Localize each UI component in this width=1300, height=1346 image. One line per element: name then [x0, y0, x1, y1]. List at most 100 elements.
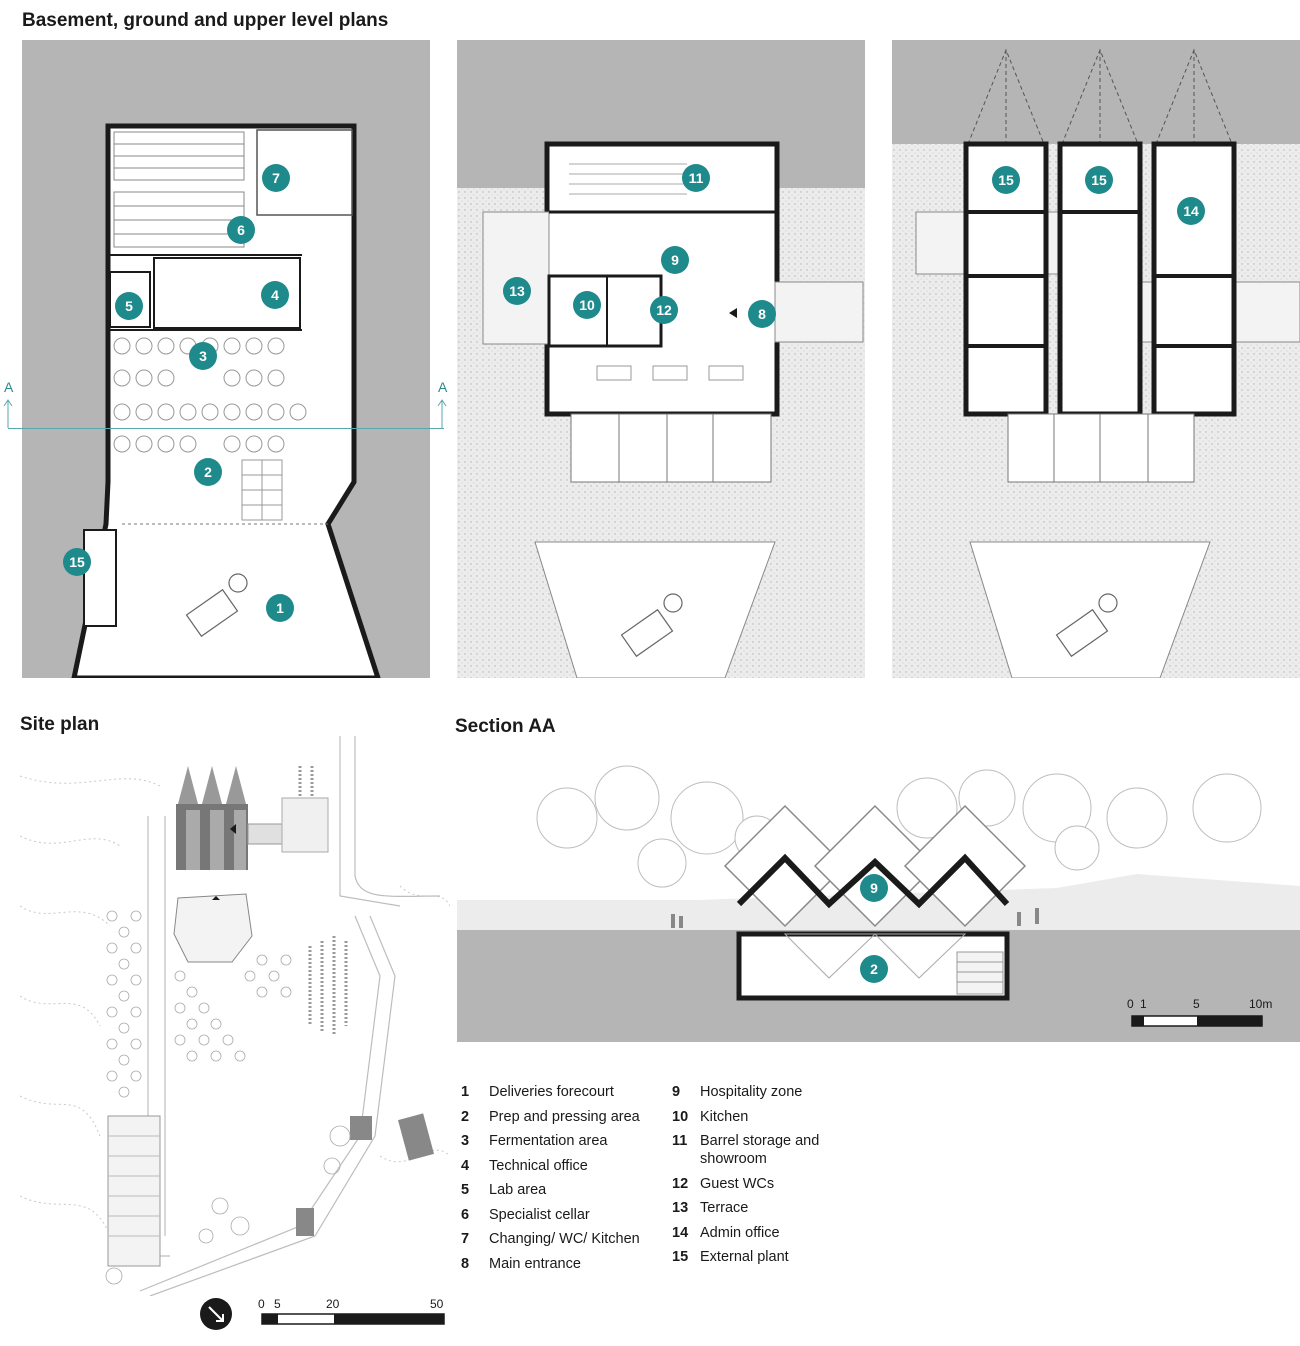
svg-text:13: 13 [509, 283, 525, 299]
legend-label: Technical office [489, 1157, 588, 1174]
legend-num: 10 [672, 1108, 689, 1125]
legend-item: 15 External plant [672, 1248, 870, 1266]
svg-text:9: 9 [671, 252, 679, 268]
svg-text:8: 8 [758, 306, 766, 322]
badge-8: 8 [748, 300, 776, 328]
legend-num: 4 [461, 1157, 470, 1174]
svg-text:15: 15 [1091, 172, 1107, 188]
section-aa [457, 738, 1300, 1042]
legend-label: Fermentation area [489, 1133, 608, 1149]
badge-6: 6 [227, 216, 255, 244]
legend-label: Main entrance [489, 1255, 581, 1272]
svg-text:6: 6 [237, 222, 245, 238]
svg-text:15: 15 [998, 172, 1014, 188]
legend-item: 2 Prep and pressing area [461, 1108, 659, 1126]
svg-text:15: 15 [69, 554, 85, 570]
badge-11: 11 [682, 164, 710, 192]
legend-item: 6 Specialist cellar [461, 1206, 659, 1224]
section-scale-10m: 10m [1249, 997, 1272, 1011]
legend-num: 14 [672, 1224, 689, 1241]
badge-15-upper-b: 15 [1085, 166, 1113, 194]
svg-text:2: 2 [870, 961, 878, 977]
badge-2: 2 [194, 458, 222, 486]
legend-label: Lab area [489, 1182, 547, 1198]
legend-item: 13 Terrace [672, 1199, 870, 1217]
legend-num: 8 [461, 1255, 470, 1272]
badge-9: 9 [661, 246, 689, 274]
section-heading: Section AA [455, 716, 556, 737]
svg-text:4: 4 [271, 287, 279, 303]
legend-num: 11 [672, 1133, 688, 1149]
legend-label: Specialist cellar [489, 1206, 590, 1223]
legend-label: Changing/ WC/ Kitchen [489, 1231, 640, 1247]
site-scale-bar: 0 5 20 50 [258, 1297, 445, 1325]
legend-label: Kitchen [700, 1108, 749, 1125]
legend-label: Barrel storage and showroom [700, 1133, 820, 1167]
basement-plan [22, 40, 430, 678]
section-line-aa [8, 428, 444, 429]
legend-num: 7 [461, 1231, 470, 1247]
badge-2-section: 2 [860, 955, 888, 983]
badge-14: 14 [1177, 197, 1205, 225]
legend-num: 15 [672, 1249, 689, 1265]
svg-text:11: 11 [689, 170, 704, 186]
plans-heading: Basement, ground and upper level plans [22, 10, 389, 31]
badge-5: 5 [115, 292, 143, 320]
legend-item: 11 Barrel storage and showroom [672, 1132, 870, 1168]
svg-text:3: 3 [199, 348, 207, 364]
legend-num: 9 [672, 1084, 681, 1100]
section-marker-left: A [4, 379, 14, 395]
legend-num: 1 [461, 1084, 470, 1100]
badge-4: 4 [261, 281, 289, 309]
svg-text:9: 9 [870, 880, 878, 896]
site-scale-50: 50 [430, 1297, 444, 1311]
svg-text:12: 12 [656, 302, 672, 318]
badge-3: 3 [189, 342, 217, 370]
badge-9-section: 9 [860, 874, 888, 902]
site-plan-heading: Site plan [20, 714, 100, 735]
legend-item: 4 Technical office [461, 1157, 659, 1175]
legend-label: Terrace [700, 1200, 749, 1216]
legend-label: Prep and pressing area [489, 1108, 640, 1125]
upper-plan [892, 40, 1300, 678]
svg-text:14: 14 [1183, 203, 1199, 219]
legend-item: 14 Admin office [672, 1224, 870, 1242]
legend-num: 5 [461, 1182, 470, 1198]
svg-text:10: 10 [579, 297, 595, 313]
legend-item: 5 Lab area [461, 1181, 659, 1199]
svg-text:7: 7 [272, 170, 280, 186]
legend-num: 12 [672, 1175, 689, 1192]
legend-item: 10 Kitchen [672, 1108, 870, 1126]
badge-10: 10 [573, 291, 601, 319]
plan-badges: 1 2 3 4 5 6 7 15 8 9 10 11 12 13 14 15 1… [63, 164, 1205, 622]
legend-item: 12 Guest WCs [672, 1175, 870, 1193]
site-scale-0: 0 [258, 1297, 265, 1311]
legend-label: External plant [700, 1249, 789, 1265]
site-plan [20, 736, 450, 1296]
legend-num: 2 [461, 1108, 470, 1125]
legend-label: Hospitality zone [700, 1084, 803, 1100]
legend-label: Admin office [700, 1224, 780, 1241]
section-overlay: 9 2 0 1 5 10m [860, 874, 1272, 1027]
legend-label: Guest WCs [700, 1175, 775, 1192]
section-scale-5: 5 [1193, 997, 1200, 1011]
svg-text:2: 2 [204, 464, 212, 480]
legend-num: 13 [672, 1200, 689, 1216]
legend-num: 3 [461, 1133, 470, 1149]
svg-text:1: 1 [276, 600, 284, 616]
site-scale-5: 5 [274, 1297, 281, 1311]
legend-item: 7 Changing/ WC/ Kitchen [461, 1230, 659, 1248]
badge-12: 12 [650, 296, 678, 324]
site-scale-20: 20 [326, 1297, 340, 1311]
section-markers: A A [3, 379, 448, 428]
legend-item: 8 Main entrance [461, 1255, 659, 1273]
badge-13: 13 [503, 277, 531, 305]
section-marker-right: A [438, 379, 448, 395]
north-arrow-icon [200, 1298, 232, 1330]
legend-num: 6 [461, 1206, 470, 1223]
legend-item: 3 Fermentation area [461, 1132, 659, 1150]
badge-15-basement: 15 [63, 548, 91, 576]
legend-right: 9 Hospitality zone 10 Kitchen 11 Barrel sto… [672, 1083, 870, 1273]
